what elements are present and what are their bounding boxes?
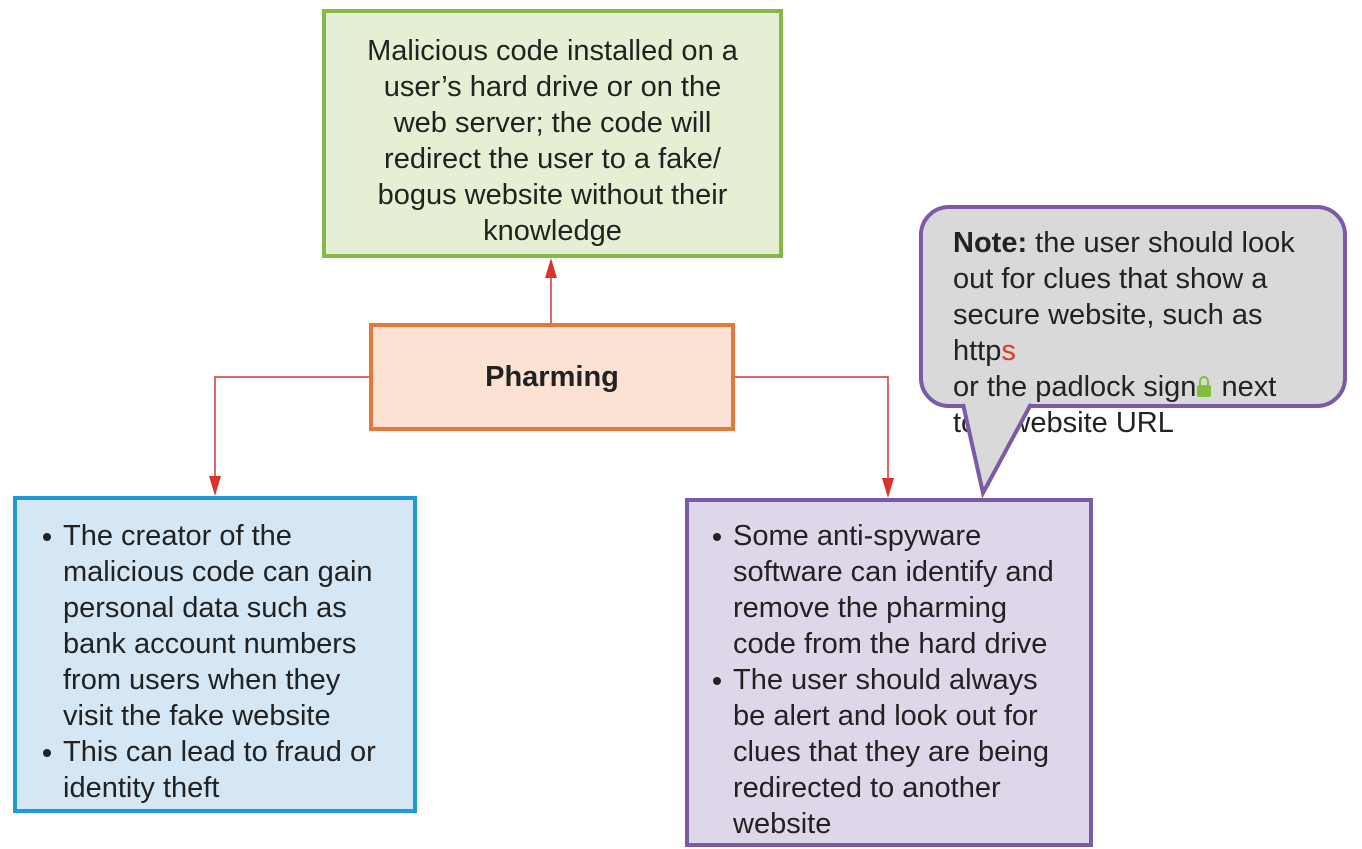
note-text: secure website, such as http bbox=[953, 299, 1263, 367]
note-text: the user should look bbox=[1027, 227, 1295, 259]
effects-line: identity theft bbox=[63, 772, 220, 804]
note-callout: Note: the user should look out for clues… bbox=[919, 205, 1347, 439]
definition-line: knowledge bbox=[483, 215, 622, 247]
padlock-icon bbox=[1197, 376, 1212, 398]
note-line: or the padlock sign next bbox=[953, 369, 1333, 405]
list-item: This can lead to fraud or identity theft bbox=[41, 734, 403, 806]
prevention-line: software can identify and bbox=[733, 556, 1054, 588]
definition-line: redirect the user to a fake/ bbox=[384, 143, 721, 175]
prevention-list: Some anti-spyware software can identify … bbox=[711, 518, 1079, 842]
note-line: out for clues that show a bbox=[953, 263, 1268, 295]
arrowhead-up bbox=[545, 258, 557, 278]
definition-line: Malicious code installed on a bbox=[367, 35, 738, 67]
prevention-line: be alert and look out for bbox=[733, 700, 1038, 732]
effects-line: from users when they bbox=[63, 664, 341, 696]
pharming-node: Pharming bbox=[369, 323, 735, 431]
effects-line: malicious code can gain bbox=[63, 556, 373, 588]
arrow-right-to-prevention bbox=[735, 376, 889, 480]
prevention-line: The user should always bbox=[733, 664, 1038, 696]
prevention-line: clues that they are being bbox=[733, 736, 1049, 768]
effects-line: bank account numbers bbox=[63, 628, 357, 660]
https-s-highlight: s bbox=[1001, 335, 1016, 367]
definition-line: bogus website without their bbox=[377, 179, 728, 211]
prevention-box: Some anti-spyware software can identify … bbox=[685, 498, 1093, 847]
note-line: Note: the user should look bbox=[953, 225, 1333, 261]
prevention-line: code from the hard drive bbox=[733, 628, 1048, 660]
note-text: next bbox=[1213, 371, 1277, 403]
list-item: Some anti-spyware software can identify … bbox=[711, 518, 1079, 662]
note-line: secure website, such as https bbox=[953, 297, 1333, 369]
pharming-label: Pharming bbox=[485, 361, 619, 393]
arrowhead-left-down bbox=[209, 476, 221, 496]
note-bold-label: Note: bbox=[953, 227, 1028, 259]
prevention-line: redirected to another bbox=[733, 772, 1001, 804]
arrow-left-to-effects bbox=[214, 376, 369, 480]
arrowhead-right-down bbox=[882, 478, 894, 498]
effects-line: This can lead to fraud or bbox=[63, 736, 376, 768]
prevention-line: website bbox=[733, 808, 832, 840]
definition-line: user’s hard drive or on the bbox=[383, 71, 722, 103]
effects-line: The creator of the bbox=[63, 520, 292, 552]
effects-box: The creator of the malicious code can ga… bbox=[13, 496, 417, 813]
prevention-line: remove the pharming bbox=[733, 592, 1008, 624]
prevention-line: Some anti-spyware bbox=[733, 520, 982, 552]
list-item: The creator of the malicious code can ga… bbox=[41, 518, 403, 734]
definition-box: Malicious code installed on a user’s har… bbox=[322, 9, 783, 258]
definition-line: web server; the code will bbox=[393, 107, 712, 139]
effects-list: The creator of the malicious code can ga… bbox=[41, 518, 403, 806]
effects-line: visit the fake website bbox=[63, 700, 331, 732]
list-item: The user should always be alert and look… bbox=[711, 662, 1079, 842]
note-text: or the padlock sign bbox=[953, 371, 1197, 403]
effects-line: personal data such as bbox=[63, 592, 347, 624]
